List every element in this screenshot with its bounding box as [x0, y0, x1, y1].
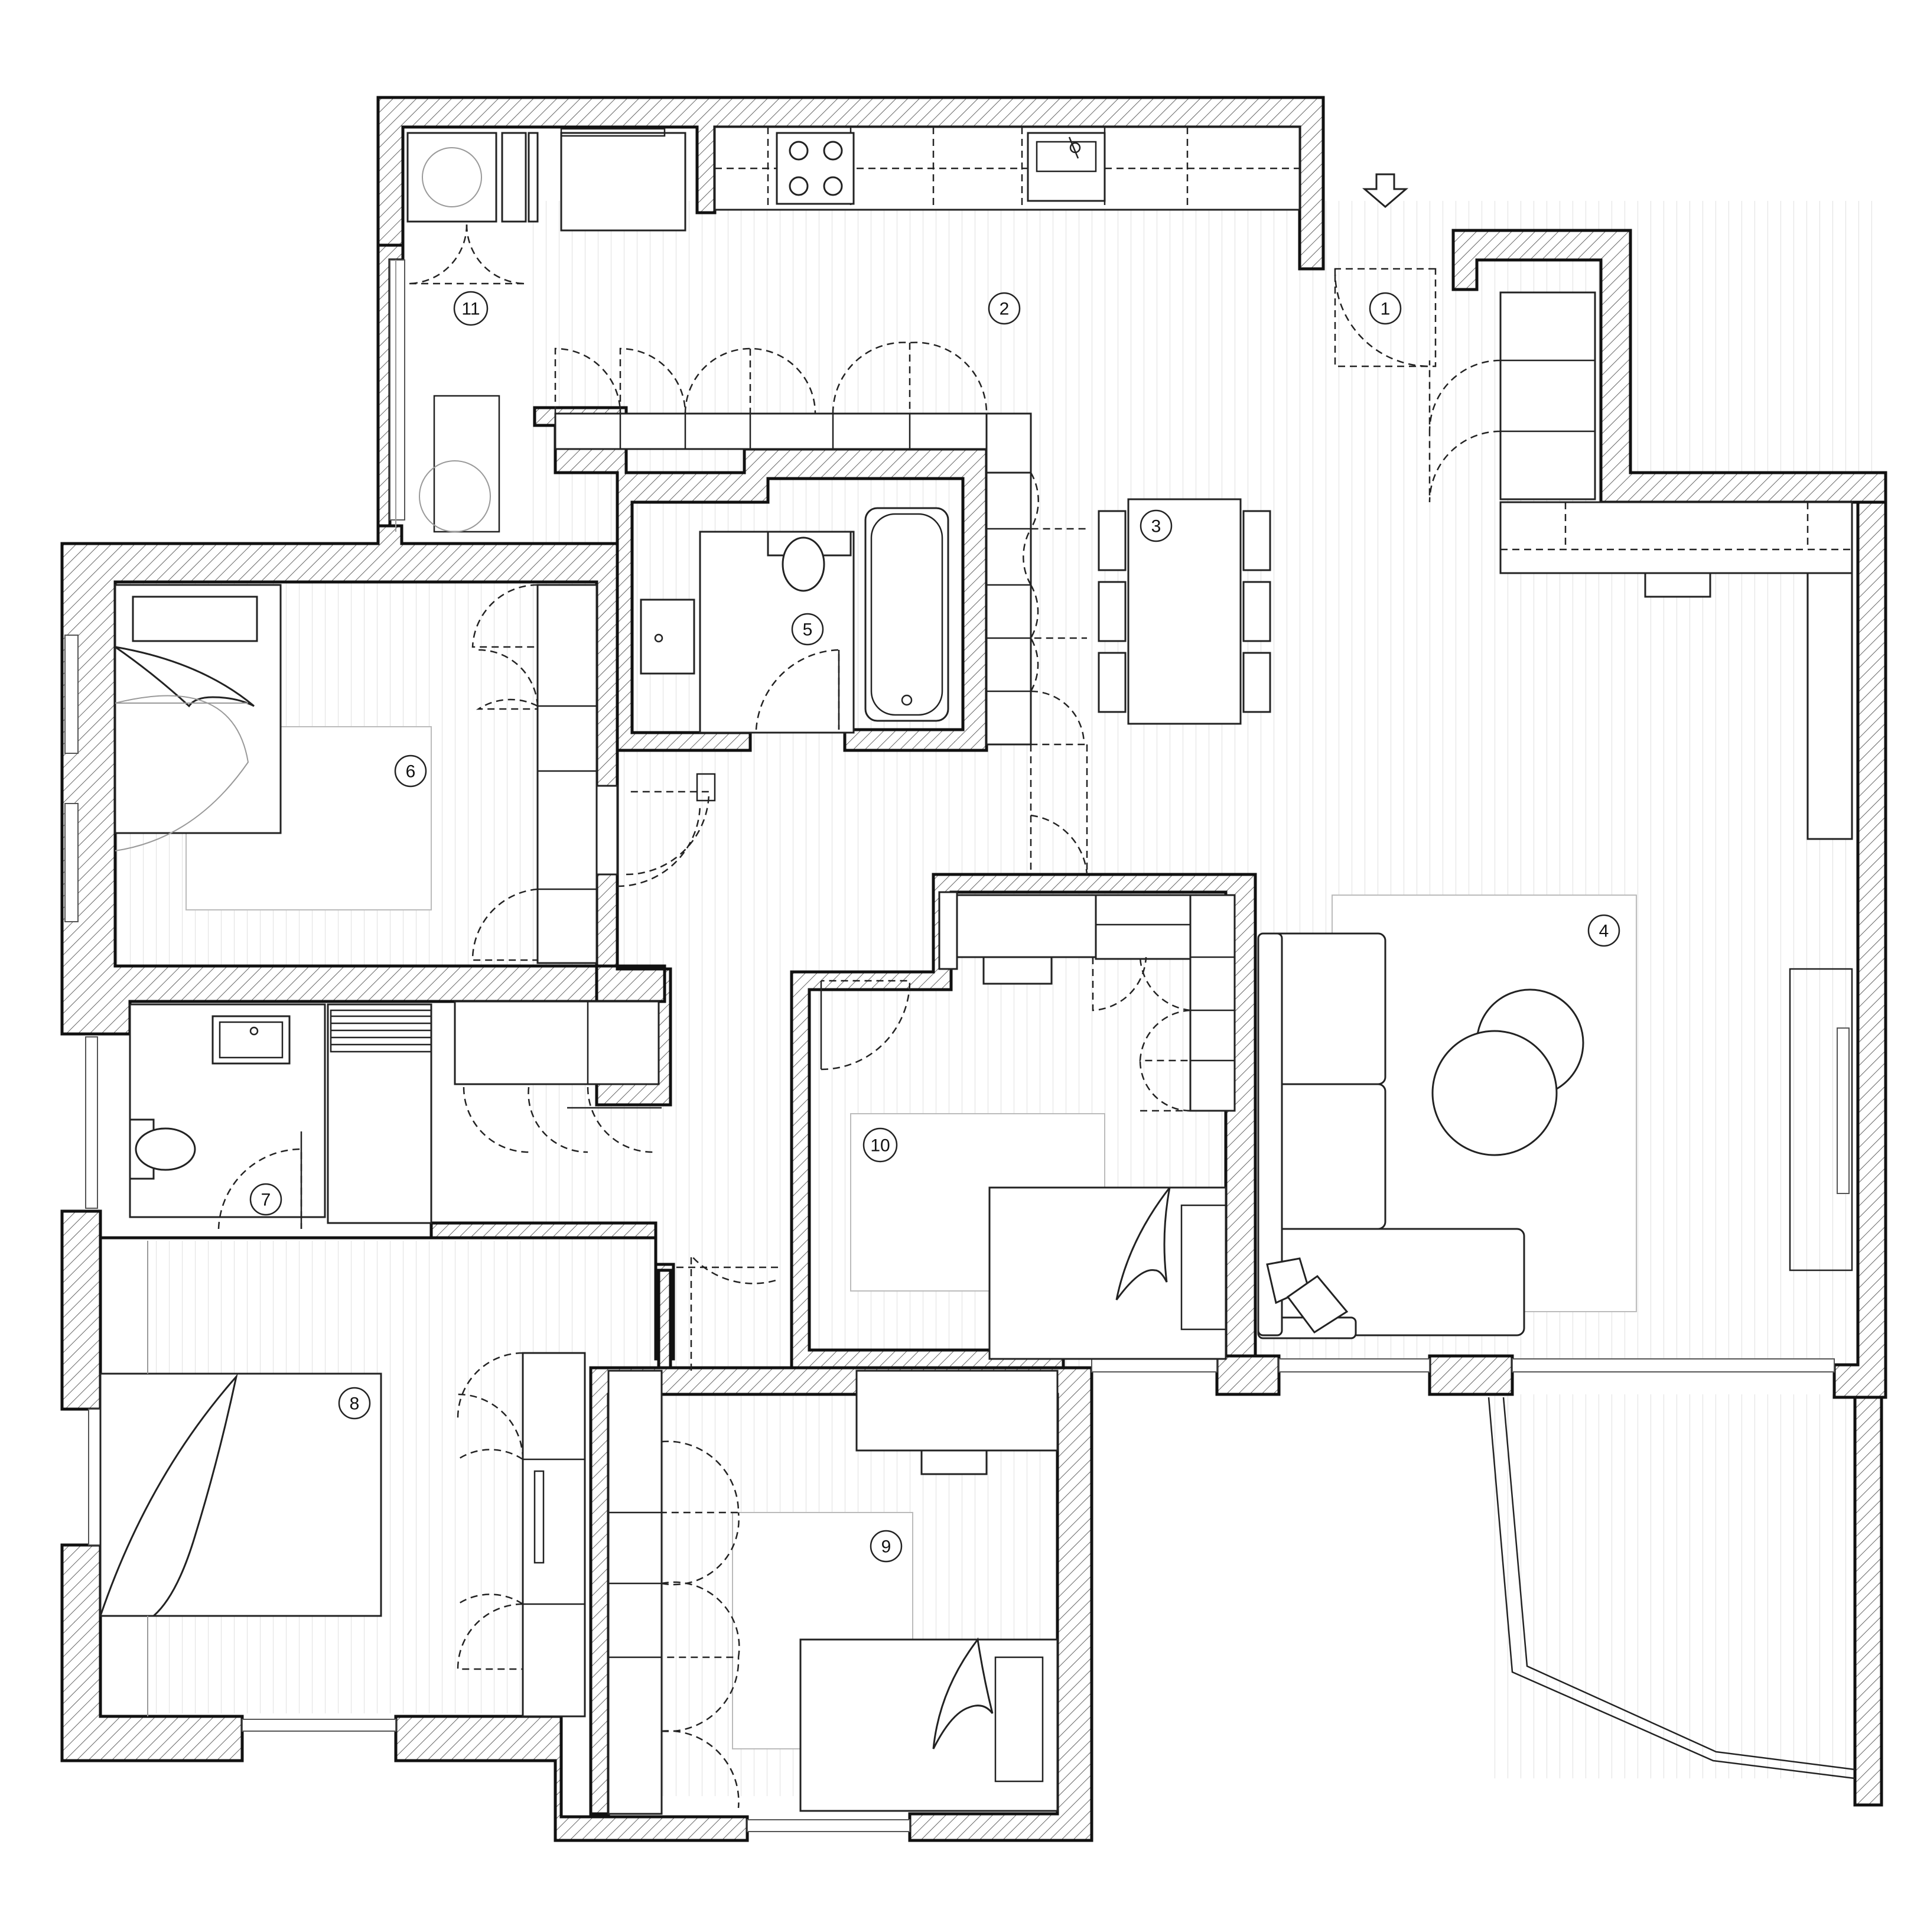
room-number: 6: [406, 762, 416, 782]
room-tags: 1 2 3 4 5 6 7 8: [249, 291, 1620, 1563]
room-number: 9: [881, 1537, 891, 1557]
room-number: 10: [870, 1136, 890, 1156]
room-tag-bedroom-a: 6: [394, 754, 427, 788]
windows: [64, 259, 1856, 1832]
laundry-furniture: [395, 132, 539, 533]
room-tag-bathroom: 5: [791, 613, 824, 646]
bedroom-a-furniture: [114, 584, 716, 964]
corridor-doors: [617, 803, 701, 887]
room-tag-living: 4: [1587, 914, 1620, 947]
room-number: 8: [350, 1394, 360, 1414]
entrance-furniture: [1334, 268, 1853, 1271]
room-tag-bedroom-b: 8: [338, 1387, 371, 1420]
room-tag-bedroom-c: 9: [870, 1530, 903, 1563]
room-tag-wc: 7: [249, 1183, 282, 1216]
room-number: 5: [803, 620, 813, 640]
room-number: 3: [1151, 517, 1161, 536]
room-tag-kitchen: 2: [988, 292, 1021, 325]
radiator-icon: [330, 1009, 432, 1053]
room-tag-bedroom-d: 10: [862, 1127, 898, 1163]
room-number: 11: [461, 300, 480, 319]
entry-arrow-icon: [1362, 173, 1409, 208]
room-tag-entrance: 1: [1369, 292, 1402, 325]
room-number: 1: [1381, 300, 1391, 319]
bedroom-b-furniture: [99, 1000, 662, 1718]
room-tag-dining: 3: [1140, 509, 1173, 542]
bathroom-furniture: [640, 507, 949, 734]
wc-furniture: [129, 1003, 432, 1230]
room-number: 2: [1000, 300, 1010, 319]
bedroom-c-furniture: [607, 1253, 1059, 1815]
dining-furniture: [985, 471, 1271, 875]
room-tag-laundry: 11: [453, 291, 489, 326]
room-number: 7: [261, 1191, 271, 1210]
kitchen-furniture: [554, 126, 1301, 474]
room-number: 4: [1599, 922, 1609, 941]
living-furniture: [1257, 895, 1637, 1339]
